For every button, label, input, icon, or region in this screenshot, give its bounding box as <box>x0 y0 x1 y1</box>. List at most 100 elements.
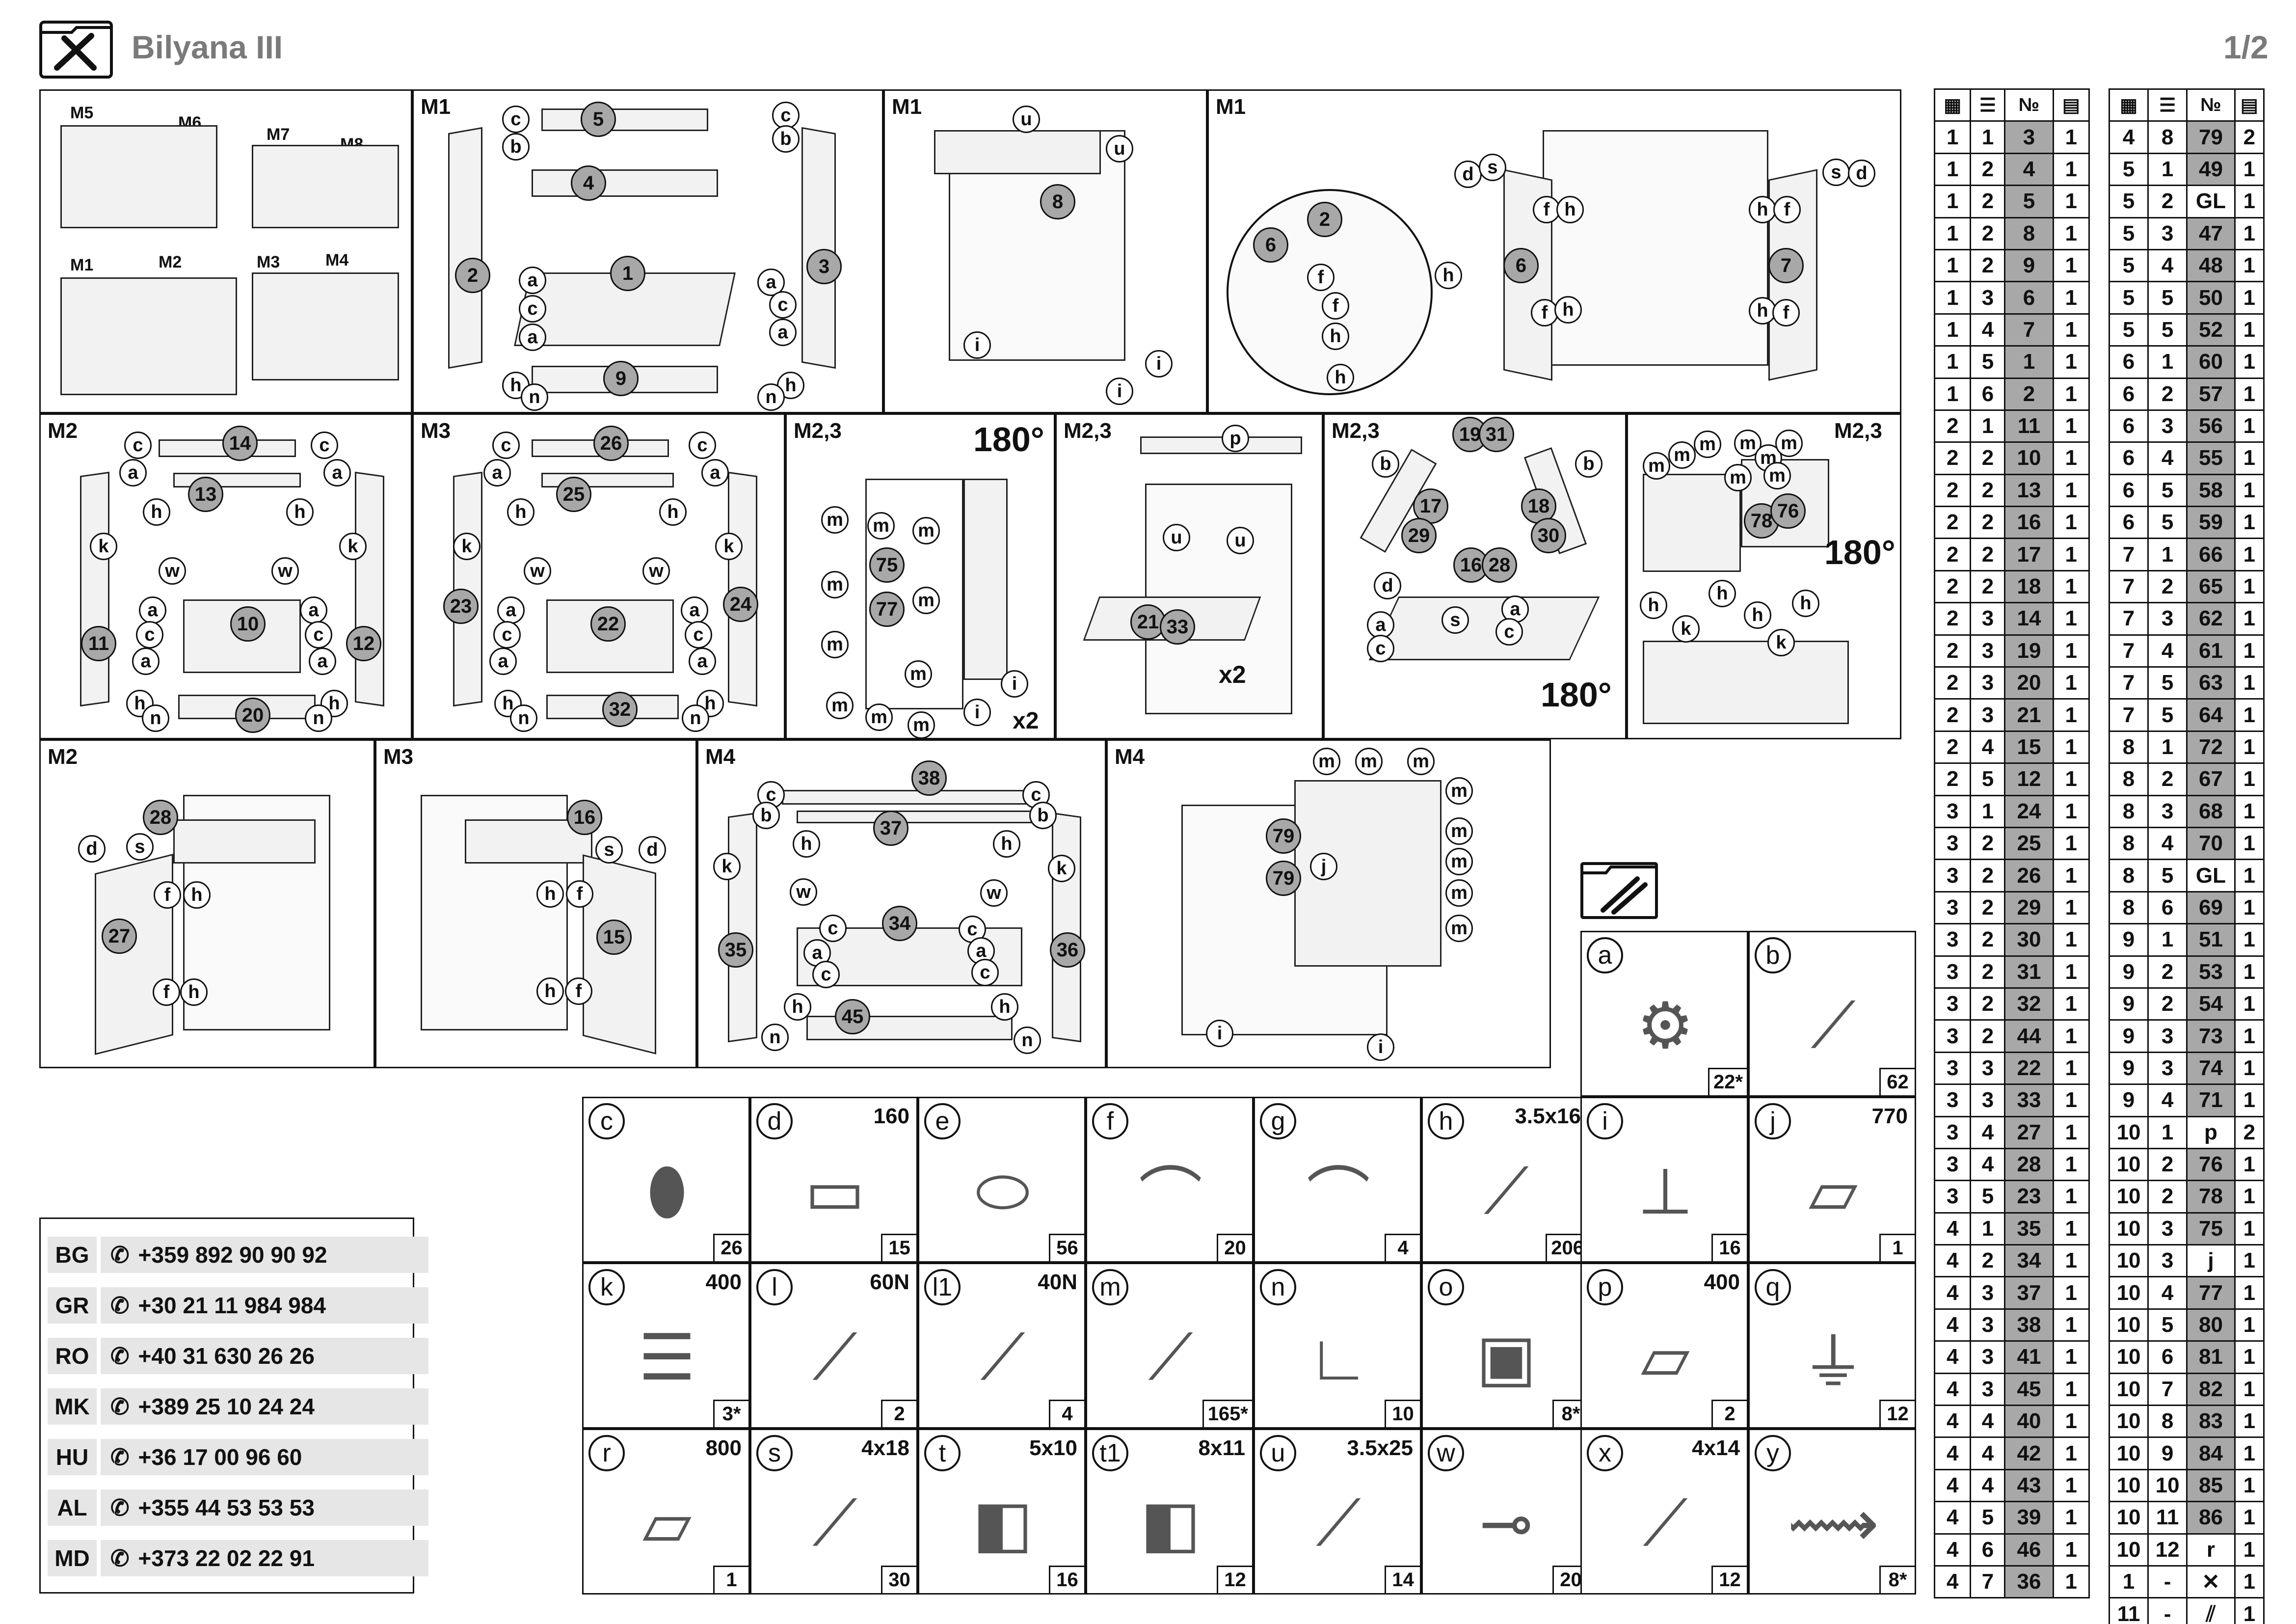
quantity: 1 <box>2234 409 2265 443</box>
part-no: 37 <box>2004 1276 2054 1310</box>
part-7: 7 <box>1768 248 1804 283</box>
part-37: 37 <box>873 811 908 846</box>
box-no: 6 <box>2108 377 2149 411</box>
fitting-h: h <box>1554 296 1582 324</box>
phone-text: +30 21 11 984 984 <box>138 1293 326 1318</box>
fitting-k: k <box>713 853 741 880</box>
box-no: 9 <box>2108 1083 2149 1117</box>
pack-no: 3 <box>1970 1372 2006 1407</box>
phone-text: +389 25 10 24 24 <box>138 1394 315 1419</box>
part-no: 69 <box>2186 891 2236 925</box>
rotate-180-label: 180° <box>973 420 1044 459</box>
hardware-qty: 3* <box>713 1400 748 1427</box>
step-label: M2,3 <box>1064 419 1112 443</box>
box-no: 10 <box>2108 1501 2149 1535</box>
step-m3-frame: M3 26 25 22 23 24 32 c c a a h h k k w w… <box>412 413 785 739</box>
pack-no: 10 <box>2147 1468 2188 1503</box>
quantity: 1 <box>2052 1212 2090 1246</box>
hardware-id: k <box>588 1269 625 1305</box>
fitting-f: f <box>1533 196 1560 223</box>
fitting-f: f <box>1322 292 1349 320</box>
hardware-id: h <box>1428 1103 1464 1139</box>
box-no: 1 <box>1933 345 1972 379</box>
quantity: 1 <box>2234 987 2265 1021</box>
quantity: 1 <box>2234 281 2265 315</box>
box-no: 7 <box>2108 634 2149 668</box>
pack-no: 3 <box>2147 794 2188 828</box>
drawer-upper <box>1643 474 1741 572</box>
fitting-c: c <box>492 432 520 459</box>
box-no: 4 <box>1933 1244 1972 1278</box>
fitting-n: n <box>682 704 709 732</box>
part-75: 75 <box>869 547 905 583</box>
part-no: 58 <box>2186 473 2236 508</box>
fitting-m: m <box>1763 462 1791 489</box>
panel-37 <box>797 811 1032 823</box>
step-m3-final: M3 16 15 s d h f h f <box>375 739 697 1068</box>
hardware-item-c: c⬮26 <box>582 1097 750 1263</box>
quantity: 1 <box>2052 345 2090 379</box>
step-m4-drawer: M4 79 79 m m m m m m m m j i i <box>1106 739 1551 1068</box>
part-no: r <box>2186 1533 2236 1567</box>
part-no: 26 <box>2004 859 2054 893</box>
part-29: 29 <box>1401 518 1437 553</box>
quantity: 1 <box>2234 1019 2265 1053</box>
quantity: 1 <box>2052 1051 2090 1085</box>
fitting-h: h <box>784 993 811 1021</box>
quantity: 1 <box>2052 1501 2090 1535</box>
label-m4: M4 <box>325 251 349 270</box>
hinge-icon: ⌒ <box>1306 1161 1370 1233</box>
part-no: 38 <box>2004 1308 2054 1342</box>
country-code: AL <box>48 1489 97 1526</box>
part-1: 1 <box>610 256 645 291</box>
pack-no: 5 <box>2147 666 2188 700</box>
step-m23-shelf: M2,3 p u u 21 33 x2 <box>1055 413 1323 739</box>
quantity: 1 <box>2234 506 2265 540</box>
pack-no: 11 <box>2147 1501 2188 1535</box>
fitting-a: a <box>701 459 729 487</box>
part-16: 16 <box>567 800 602 835</box>
fitting-k: k <box>1767 629 1795 656</box>
hardware-id: l1 <box>924 1269 961 1305</box>
fitting-h: h <box>143 498 170 526</box>
country-code: BG <box>48 1237 97 1273</box>
parts-row: 1-✕1 <box>2108 1565 2265 1599</box>
step-label: M2 <box>48 419 78 443</box>
hanger-icon: ▣ <box>1476 1322 1537 1393</box>
hardware-id: t <box>924 1435 961 1471</box>
quantity: 1 <box>2052 569 2090 604</box>
fitting-h: h <box>1792 590 1819 617</box>
pack-no: 8 <box>2147 120 2188 154</box>
part-no: 49 <box>2186 152 2236 187</box>
box-no: 7 <box>2108 602 2149 636</box>
box-no: 10 <box>2108 1244 2149 1278</box>
hardware-qty: 12 <box>1879 1400 1915 1427</box>
fitting-s: s <box>126 833 154 861</box>
quantity: 1 <box>2234 377 2265 411</box>
hardware-bag-icon <box>1580 862 1658 919</box>
part-no: 2 <box>2004 377 2054 411</box>
part-10: 10 <box>230 606 266 642</box>
pack-no: 4 <box>2147 1083 2188 1117</box>
part-no: 57 <box>2186 377 2236 411</box>
fitting-a: a <box>119 459 147 487</box>
pack-no: 2 <box>1970 1019 2006 1053</box>
part-no: 80 <box>2186 1308 2236 1342</box>
hardware-id: y <box>1755 1435 1791 1471</box>
